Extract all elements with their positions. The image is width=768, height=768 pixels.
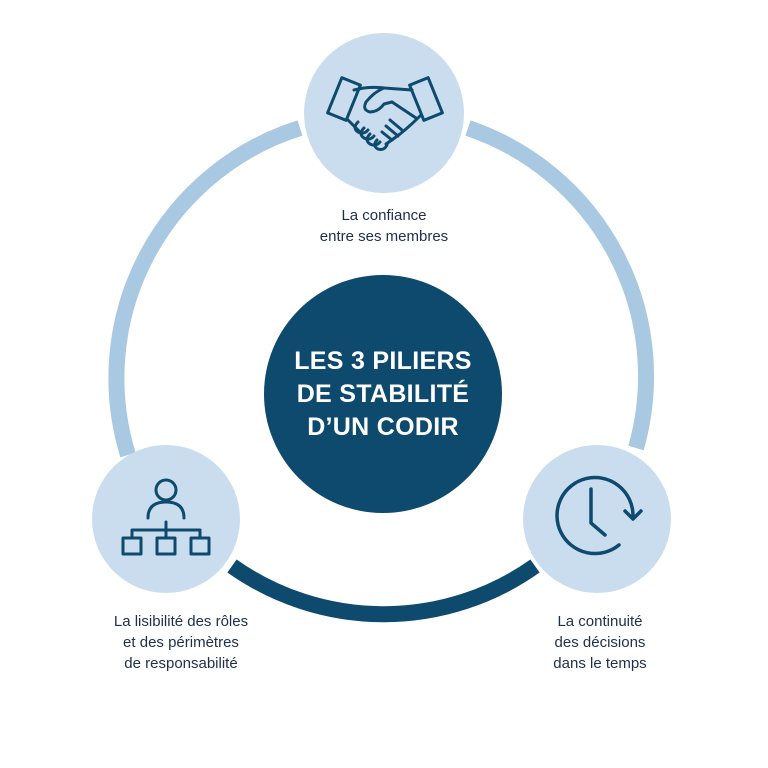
title-line: D’UN CODIR — [307, 412, 459, 441]
label-line: entre ses membres — [319, 228, 449, 245]
label-line: des décisions — [554, 634, 646, 651]
pillar-node-trust — [304, 33, 464, 193]
clock-cycle-icon — [555, 475, 643, 556]
pillar-label-continuity: La continuité des décisions dans le temp… — [520, 611, 680, 674]
pillar-label-roles: La lisibilité des rôles et des périmètre… — [70, 611, 292, 674]
label-line: dans le temps — [553, 655, 647, 672]
central-title-circle: LES 3 PILIERS DE STABILITÉ D’UN CODIR — [264, 275, 502, 513]
ring-arc-left — [108, 120, 303, 458]
label-line: La continuité — [557, 613, 643, 630]
org-chart-icon — [121, 478, 211, 556]
pillar-label-trust: La confiance entre ses membres — [284, 205, 484, 247]
label-line: La lisibilité des rôles — [113, 613, 249, 630]
title-line: DE STABILITÉ — [296, 379, 470, 408]
pillar-node-continuity — [523, 445, 671, 593]
label-line: La confiance — [341, 207, 427, 224]
ring-arc-bottom — [227, 559, 540, 623]
title-line: LES 3 PILIERS — [294, 346, 472, 375]
label-line: de responsabilité — [124, 655, 238, 672]
pillar-node-roles — [92, 445, 240, 593]
handshake-icon — [326, 76, 444, 151]
ring-arc-right — [465, 120, 654, 451]
label-line: et des périmètres — [123, 634, 239, 651]
